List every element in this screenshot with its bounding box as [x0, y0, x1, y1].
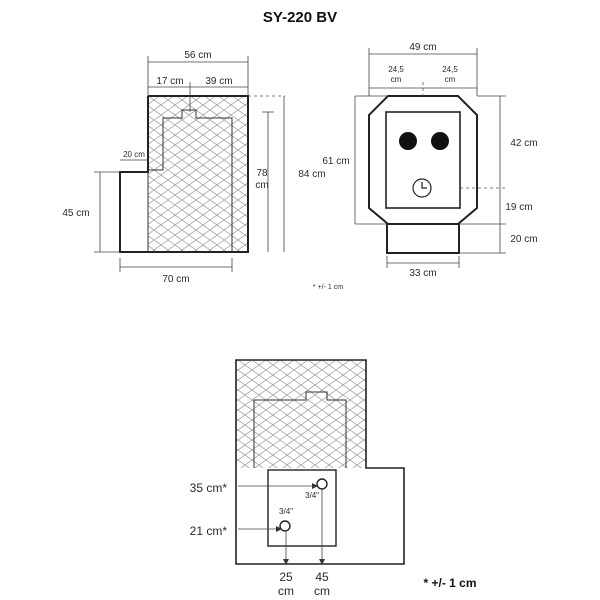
side-width-total: 70 cm	[162, 274, 189, 285]
connection-lower-size: 3/4"	[279, 507, 293, 516]
side-height-inner-value: 78	[256, 168, 268, 179]
front-half-left-value: 24,5	[388, 65, 404, 74]
control-knob-left	[399, 132, 417, 150]
tolerance-note-large: * +/- 1 cm	[423, 576, 476, 590]
front-panel	[385, 111, 461, 209]
front-half-right-unit: cm	[445, 75, 456, 84]
connection-right-offset-value: 45	[315, 570, 329, 584]
front-base	[386, 223, 460, 254]
connection-upper-height: 35 cm*	[190, 481, 228, 495]
front-half-right-value: 24,5	[442, 65, 458, 74]
front-half-left-unit: cm	[391, 75, 402, 84]
front-base-width: 33 cm	[409, 268, 436, 279]
side-step-width: 20 cm	[123, 150, 145, 159]
side-width-right: 39 cm	[205, 76, 232, 87]
front-view: 49 cm 24,5 cm 24,5 cm 61 cm 42 cm 19 cm …	[322, 42, 537, 279]
side-width-top: 56 cm	[184, 50, 211, 61]
front-width-total: 49 cm	[409, 42, 436, 53]
side-height-left: 45 cm	[62, 208, 89, 219]
rear-body-outline	[235, 359, 405, 565]
connection-left-offset-unit: cm	[278, 584, 294, 598]
rear-inner-outline	[253, 391, 347, 468]
firebox-inner-outline	[147, 109, 233, 252]
side-height-total: 84 cm	[298, 169, 325, 180]
stone-compartment	[148, 96, 248, 252]
control-knob-right	[431, 132, 449, 150]
connection-upper-size: 3/4"	[305, 491, 319, 500]
front-height-upper: 42 cm	[510, 138, 537, 149]
rear-view: 3/4" 3/4" 35 cm* 21 cm* 25 cm 45 cm	[190, 359, 405, 598]
side-view: 56 cm 17 cm 39 cm 20 cm 78 cm 84 cm 45 c…	[62, 50, 325, 285]
rear-stone-hatch	[236, 360, 366, 468]
connection-lower-height: 21 cm*	[190, 524, 228, 538]
connection-left-offset-value: 25	[279, 570, 293, 584]
drawing-title: SY-220 BV	[263, 9, 337, 26]
side-height-inner-unit: cm	[255, 180, 268, 191]
connection-lower	[279, 520, 291, 532]
connection-upper	[316, 478, 328, 490]
front-height-body: 61 cm	[322, 156, 349, 167]
side-width-left: 17 cm	[156, 76, 183, 87]
tolerance-note: * +/- 1 cm	[313, 284, 343, 291]
front-height-lower: 19 cm	[505, 202, 532, 213]
front-height-base: 20 cm	[510, 234, 537, 245]
connection-right-offset-unit: cm	[314, 584, 330, 598]
